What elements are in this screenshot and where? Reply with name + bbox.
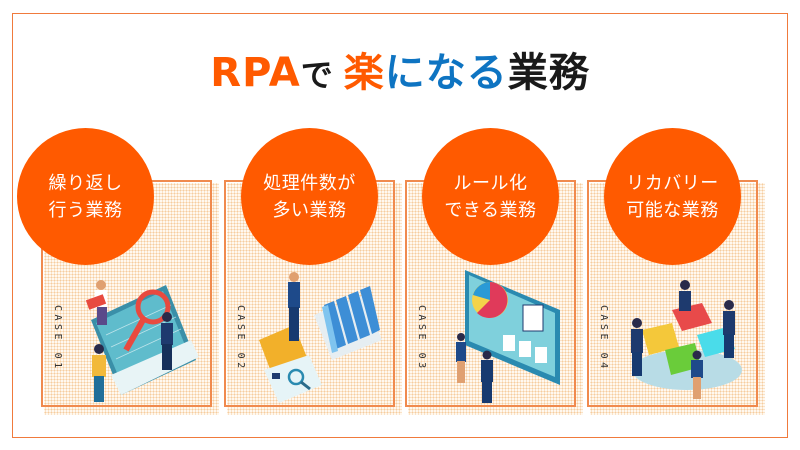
case-label: CASE 02 xyxy=(235,305,246,372)
case-card-04: CASE 04 リカバリー 可能な業務 xyxy=(587,128,765,415)
title-de: で xyxy=(300,56,334,94)
title-raku: 楽 xyxy=(343,50,385,96)
case-card-01: CASE 01 繰り返し 行う業務 xyxy=(17,128,219,415)
dashboard-pie-chart-illustration-icon xyxy=(456,270,560,403)
binders-folder-businessman-illustration-icon xyxy=(259,272,382,403)
title-rpa: RPA xyxy=(210,50,301,96)
case-title-line1: リカバリー xyxy=(626,172,719,194)
case-circle: 繰り返し 行う業務 xyxy=(17,128,154,265)
case-card-03: CASE 03 ルール化 できる業務 xyxy=(405,128,583,415)
title-gyomu: 業務 xyxy=(507,50,590,96)
case-circle: 処理件数が 多い業務 xyxy=(241,128,378,265)
case-title-line2: 行う業務 xyxy=(48,199,123,221)
case-title-line2: 多い業務 xyxy=(272,199,347,221)
case-title-line1: ルール化 xyxy=(453,172,528,194)
case-title-line2: できる業務 xyxy=(444,199,537,221)
title-ninaru: になる xyxy=(384,50,508,96)
puzzle-pieces-team-illustration-icon xyxy=(631,280,742,399)
case-label: CASE 04 xyxy=(598,305,609,372)
page-title: RPAで楽になる業務 xyxy=(0,48,800,100)
outer-frame xyxy=(12,13,788,438)
case-label: CASE 03 xyxy=(416,305,427,372)
case-label: CASE 01 xyxy=(52,305,63,372)
case-title-line1: 処理件数が xyxy=(263,172,356,194)
case-card-02: CASE 02 処理件数が 多い業務 xyxy=(224,128,402,415)
case-title-line2: 可能な業務 xyxy=(626,199,719,221)
laptop-magnifier-team-illustration-icon xyxy=(85,280,199,402)
case-circle: リカバリー 可能な業務 xyxy=(604,128,741,265)
case-title-line1: 繰り返し xyxy=(48,172,123,194)
case-circle: ルール化 できる業務 xyxy=(422,128,559,265)
